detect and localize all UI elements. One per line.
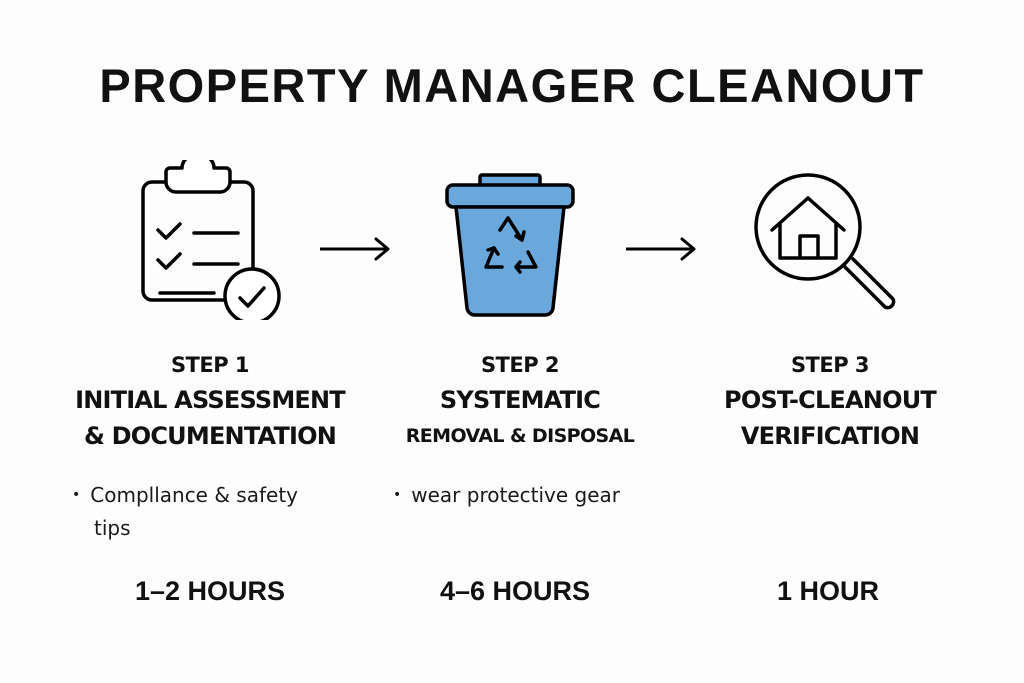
step-2: STEP 2 SYSTEMATIC REMOVAL & DISPOSAL (370, 350, 670, 454)
step-1-bullet: •Compllance & safety tips (72, 483, 298, 540)
step-1-duration: 1–2 HOURS (134, 576, 286, 606)
step-title-line1: POST-CLEANOUT (724, 386, 937, 414)
step-1: STEP 1 INITIAL ASSESSMENT & DOCUMENTATIO… (50, 350, 370, 454)
step-title-line2: & DOCUMENTATION (83, 422, 337, 450)
step-title-line1: SYSTEMATIC (439, 386, 601, 414)
arrow-right-icon (626, 237, 696, 261)
step-3-duration: 1 HOUR (776, 576, 879, 606)
arrow-right-icon (320, 237, 390, 261)
step-title-line1: INITIAL ASSESSMENT (75, 386, 346, 414)
step-label: STEP 1 (170, 353, 250, 377)
step-2-bullet: •wear protective gear (393, 483, 620, 507)
clipboard-checklist-icon (141, 160, 281, 320)
bullet-dot-icon: • (393, 487, 402, 503)
bullet-dot-icon: • (72, 487, 81, 503)
magnifier-house-icon (754, 173, 896, 310)
step-3: STEP 3 POST-CLEANOUT VERIFICATION (680, 350, 980, 454)
recycling-bin-icon (445, 173, 575, 317)
step-title-line2: VERIFICATION (740, 422, 920, 450)
step-2-duration: 4–6 HOURS (439, 576, 591, 606)
page-title: PROPERTY MANAGER CLEANOUT (99, 59, 925, 112)
step-label: STEP 2 (480, 353, 560, 377)
step-title-line2: REMOVAL & DISPOSAL (405, 425, 635, 447)
step-label: STEP 3 (790, 353, 870, 377)
